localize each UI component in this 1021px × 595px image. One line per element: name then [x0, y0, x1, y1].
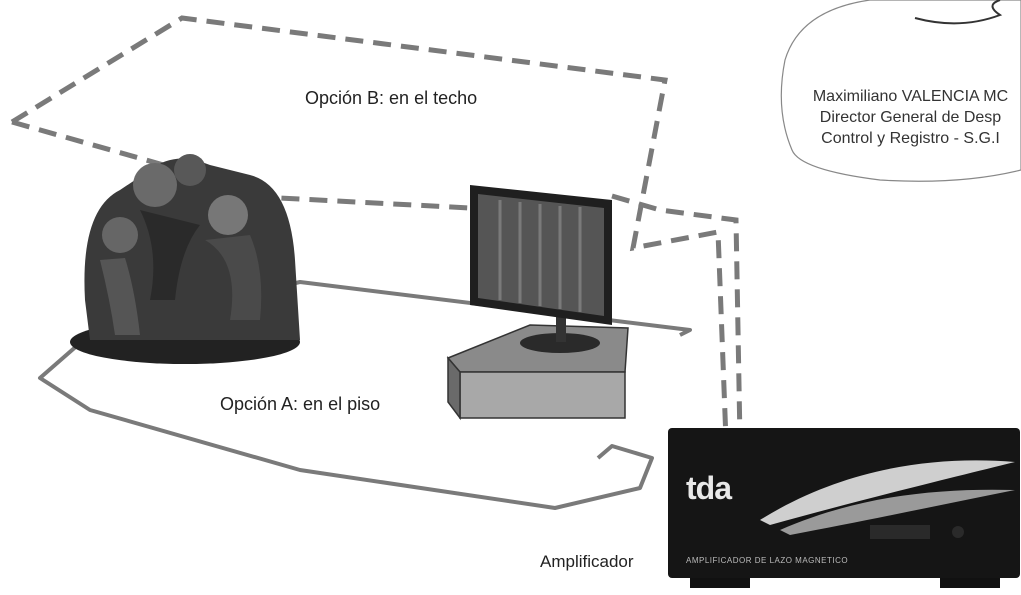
signature-stamp — [780, 0, 1021, 182]
amplifier-label: Amplificador — [540, 552, 634, 571]
stamp-text-block: Maximiliano VALENCIA MC Director General… — [800, 86, 1021, 149]
audience-figure — [70, 154, 300, 364]
stamp-line-1: Maximiliano VALENCIA MC — [812, 88, 1009, 105]
amplifier-brand-logo: tda — [686, 470, 732, 506]
television — [470, 185, 612, 353]
floor-loop-solid — [38, 280, 692, 510]
amplifier-panel-text: AMPLIFICADOR DE LAZO MAGNETICO — [686, 556, 849, 565]
amplifier-device — [668, 428, 1020, 588]
option-b-label: Opción B: en el techo — [305, 88, 478, 108]
handwritten-signature — [914, 0, 1003, 25]
stamp-line-3: Control y Registro - S.G.I — [821, 130, 1000, 147]
stamp-line-2: Director General de Desp — [819, 109, 1002, 126]
ceiling-loop-dashed — [10, 15, 743, 441]
option-a-label: Opción A: en el piso — [220, 394, 381, 414]
